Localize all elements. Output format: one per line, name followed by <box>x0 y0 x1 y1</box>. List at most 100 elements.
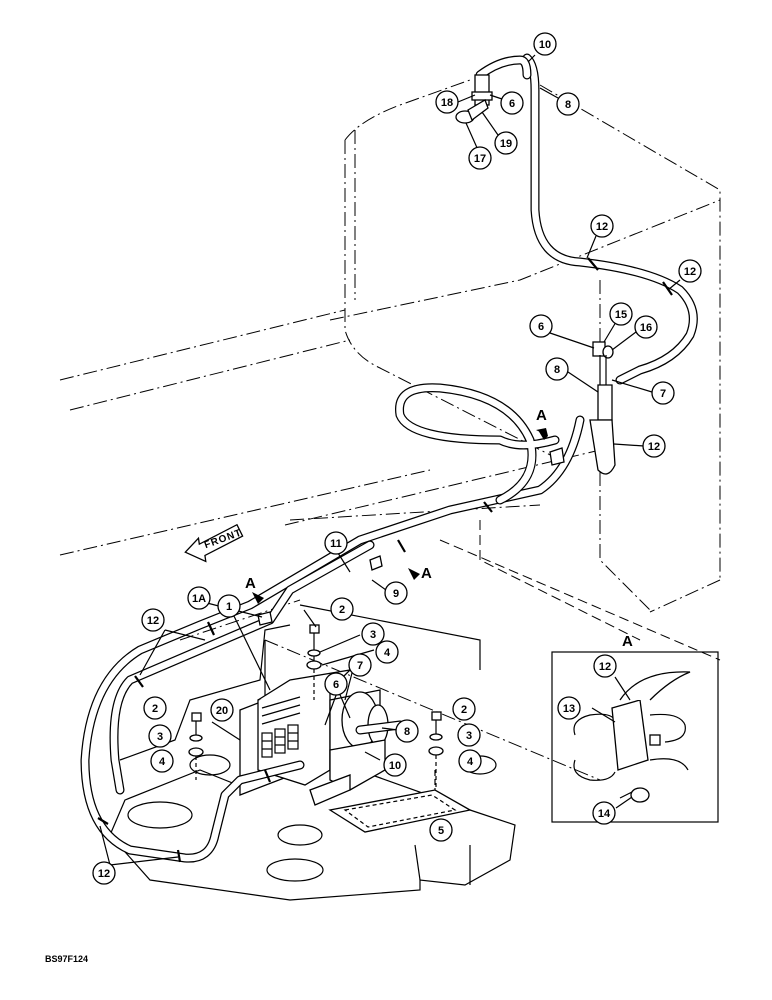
callout-circle <box>678 259 702 283</box>
clamp-bands <box>97 257 673 863</box>
bolt-2a-head <box>309 624 320 634</box>
leader-12b <box>667 279 681 291</box>
callout-number: 4 <box>467 756 474 768</box>
washer-4b <box>188 747 204 757</box>
tank-outline-right <box>539 84 721 580</box>
callout-circle <box>500 91 524 115</box>
callout-circle <box>533 32 557 56</box>
callout-c19: 19 <box>494 131 518 155</box>
floor-slot-2 <box>189 754 231 776</box>
grille-1 <box>261 732 273 758</box>
drawing-code: BS97F124 <box>45 954 88 964</box>
callout-circle <box>187 586 211 610</box>
callout-circle <box>92 861 116 885</box>
leader-18 <box>457 94 476 103</box>
callout-circle <box>452 697 476 721</box>
callout-number: 8 <box>404 726 410 738</box>
leader-lines <box>99 54 681 866</box>
reference-outlines <box>59 79 721 781</box>
floor-line-4 <box>329 199 721 321</box>
grille-bars <box>262 732 298 750</box>
callout-c2b: 2 <box>143 696 167 720</box>
leader-19 <box>481 111 499 136</box>
callout-circle <box>429 818 453 842</box>
callout-number: 8 <box>565 99 571 111</box>
tank-outline-bottom <box>649 579 721 613</box>
callout-number: 6 <box>333 679 339 691</box>
leader-11 <box>337 552 351 573</box>
callout-number: 10 <box>389 760 401 772</box>
callout-number: 12 <box>648 441 660 453</box>
leader-17 <box>465 122 479 151</box>
tank-outline-left <box>344 140 561 461</box>
leader-6b <box>549 332 595 349</box>
callout-number: 19 <box>500 138 512 150</box>
leader-10b <box>364 751 381 761</box>
callout-number: 2 <box>461 704 467 716</box>
callout-number: 1 <box>226 601 232 613</box>
leader-12d <box>139 629 206 676</box>
callout-circle <box>642 434 666 458</box>
leader-12f <box>614 676 631 701</box>
callout-circle <box>141 608 165 632</box>
callout-number: 12 <box>599 661 611 673</box>
valve-16 <box>602 345 614 359</box>
front-arrow-shape <box>184 523 244 563</box>
clip-a-left <box>257 611 273 626</box>
bolt-2b-head <box>191 712 202 722</box>
tank-outline-top <box>344 79 471 141</box>
callout-number: 3 <box>370 629 376 641</box>
leader-12c <box>613 443 645 447</box>
floor-slot-1 <box>127 801 193 829</box>
callout-number: 9 <box>393 588 399 600</box>
callout-circle <box>143 696 167 720</box>
leader-3a <box>319 634 361 653</box>
callout-number: 4 <box>384 647 391 659</box>
callout-circle <box>148 724 172 748</box>
callout-c6c: 6 <box>324 672 348 696</box>
callout-circle <box>529 314 553 338</box>
lockwasher-3a <box>307 649 321 657</box>
callout-circle <box>348 653 372 677</box>
leader-20 <box>211 721 241 741</box>
floor-line-5 <box>284 449 601 526</box>
callout-c18: 18 <box>435 90 459 114</box>
heater-grille <box>261 724 299 758</box>
valve-nipple-19 <box>467 99 489 122</box>
callout-c20: 20 <box>210 698 234 722</box>
callout-circle <box>457 723 481 747</box>
grille-3 <box>287 724 299 750</box>
clip-a-right <box>369 555 383 571</box>
callout-circle <box>458 749 482 773</box>
frame-edge-2 <box>439 539 721 661</box>
callout-number: 8 <box>554 364 560 376</box>
callout-c16: 16 <box>634 315 658 339</box>
callout-circle <box>383 753 407 777</box>
callout-c6a: 6 <box>500 91 524 115</box>
callout-circle <box>375 640 399 664</box>
lockwasher-3c <box>429 733 443 741</box>
washer-4c <box>428 746 444 756</box>
leader-7a <box>611 379 653 393</box>
callout-number: 5 <box>438 825 444 837</box>
callout-circle <box>361 622 385 646</box>
hose-clamps <box>97 257 673 863</box>
callout-c12a: 12 <box>590 214 614 238</box>
callout-circle <box>384 581 408 605</box>
callout-number: 3 <box>466 730 472 742</box>
leader-4a <box>321 649 375 666</box>
callout-circle <box>556 92 580 116</box>
callout-number: 3 <box>157 731 163 743</box>
arrow-a-right <box>408 568 420 580</box>
cover-plate-inner <box>343 794 457 828</box>
callout-number: 14 <box>598 808 611 820</box>
detail-view-a <box>551 651 719 823</box>
callout-c8c: 8 <box>395 719 419 743</box>
detail-tab <box>649 734 661 746</box>
callout-c13: 13 <box>557 696 581 720</box>
callout-number: 16 <box>640 322 652 334</box>
callout-circle <box>593 654 617 678</box>
